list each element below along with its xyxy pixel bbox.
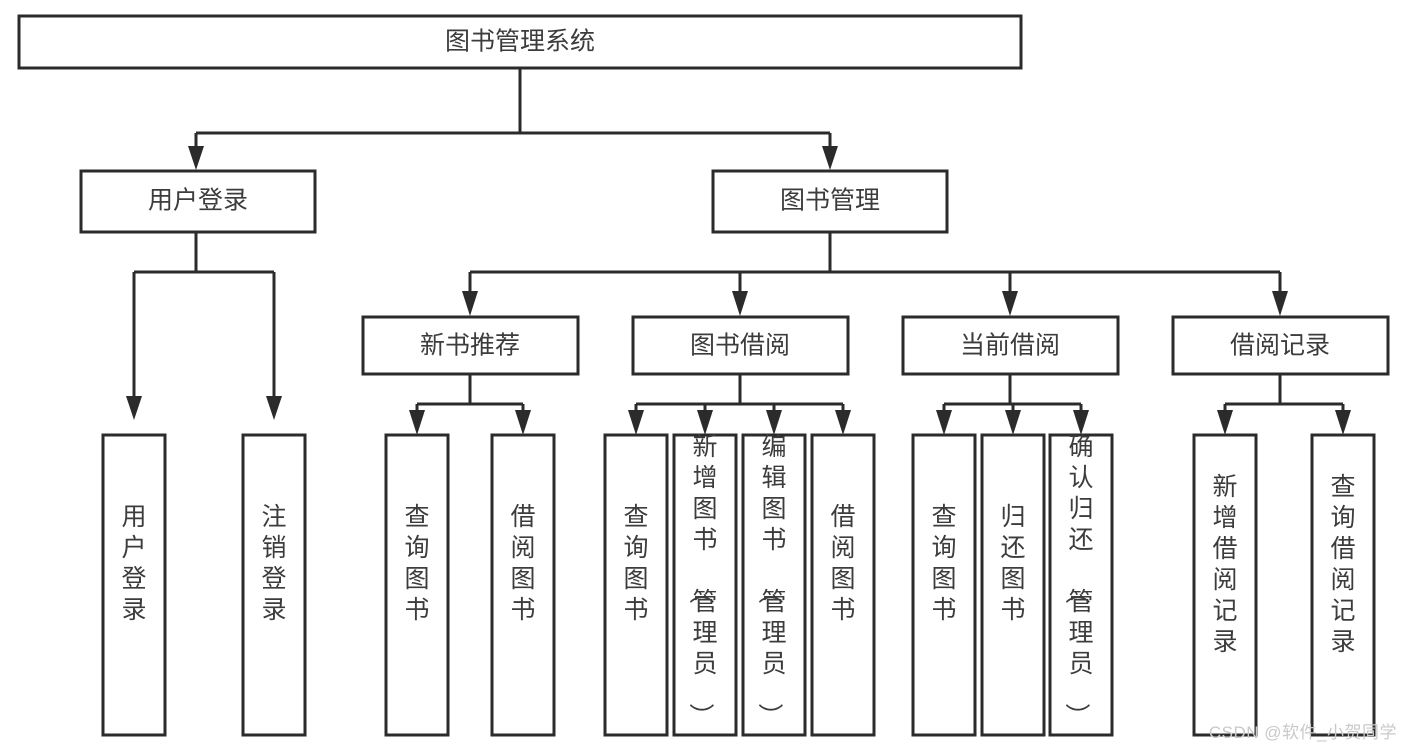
arrow-to-borrow-leaf-4 (835, 410, 851, 435)
leaf-borrow-query-book[interactable]: 查询图书 (603, 433, 669, 737)
leaf-record-query[interactable]: 查询借阅记录 (1310, 433, 1376, 737)
leaf-recommend-borrow-book-label: 借阅图书 (510, 503, 535, 624)
node-book-borrow[interactable]: 图书借阅 (631, 315, 850, 376)
leaf-logout-label: 注销登录 (261, 503, 286, 624)
leaf-current-return-book[interactable]: 归还图书 (980, 433, 1046, 737)
root-node-box[interactable] (17, 14, 1023, 70)
leaf-record-add-label: 新增借阅记录 (1212, 473, 1237, 656)
arrow-to-borrow-leaf-1 (628, 410, 644, 435)
leaf-recommend-borrow-book[interactable]: 借阅图书 (490, 433, 556, 737)
current-borrow-node-label: 当前借阅 (960, 332, 1060, 360)
leaf-borrow-query-book-label: 查询图书 (623, 503, 648, 624)
arrow-to-current-borrow (1002, 291, 1018, 316)
node-new-book-recommend[interactable]: 新书推荐 (361, 315, 580, 376)
leaf-user-login-label: 用户登录 (121, 503, 146, 624)
leaf-current-return-book-box[interactable] (980, 433, 1046, 737)
arrow-to-borrow-leaf-3 (766, 410, 782, 435)
leaf-current-query-book-label: 查询图书 (931, 503, 956, 624)
leaf-record-query-label: 查询借阅记录 (1330, 473, 1355, 656)
node-user-login[interactable]: 用户登录 (79, 169, 317, 234)
leaf-current-query-book-box[interactable] (911, 433, 977, 737)
current-borrow-node-box[interactable] (901, 315, 1120, 376)
arrow-to-recommend-leaf-1 (409, 410, 425, 435)
user-login-node-box[interactable] (79, 169, 317, 234)
arrow-to-logout-leaf (266, 396, 282, 420)
leaf-recommend-query-book-box[interactable] (384, 433, 450, 737)
leaf-borrow-borrow-book-label: 借阅图书 (830, 503, 855, 624)
leaf-borrow-edit-book[interactable]: 编辑图书（管理员） (741, 433, 807, 737)
leaf-recommend-query-book-label: 查询图书 (404, 503, 429, 624)
arrow-to-record-leaf-1 (1217, 410, 1233, 435)
leaf-record-add-box[interactable] (1192, 433, 1258, 737)
book-management-node-box[interactable] (711, 169, 949, 234)
leaf-current-confirm-return[interactable]: 确认归还（管理员） (1048, 433, 1114, 737)
leaf-borrow-add-book[interactable]: 新增图书（管理员） (672, 433, 738, 737)
leaf-borrow-edit-book-box[interactable] (741, 433, 807, 737)
leaf-borrow-query-book-box[interactable] (603, 433, 669, 737)
arrow-to-recommend-leaf-2 (515, 410, 531, 435)
leaf-current-query-book[interactable]: 查询图书 (911, 433, 977, 737)
arrow-to-new-book-recommend (462, 291, 478, 316)
node-current-borrow[interactable]: 当前借阅 (901, 315, 1120, 376)
arrow-to-borrow-record (1272, 291, 1288, 316)
leaf-user-login[interactable]: 用户登录 (101, 433, 167, 737)
leaf-current-return-book-label: 归还图书 (1000, 503, 1025, 624)
root-node-label: 图书管理系统 (445, 28, 595, 56)
leaf-logout[interactable]: 注销登录 (241, 433, 307, 737)
node-borrow-record[interactable]: 借阅记录 (1171, 315, 1390, 376)
leaf-record-add[interactable]: 新增借阅记录 (1192, 433, 1258, 737)
new-book-recommend-node-box[interactable] (361, 315, 580, 376)
arrow-to-book-management (822, 146, 838, 170)
borrow-record-node-label: 借阅记录 (1230, 332, 1330, 360)
book-management-node-label: 图书管理 (780, 187, 880, 215)
arrow-to-record-leaf-2 (1335, 410, 1351, 435)
leaf-current-confirm-return-label: 确认归还（管理员） (1062, 433, 1093, 728)
leaf-recommend-borrow-book-box[interactable] (490, 433, 556, 737)
leaf-borrow-edit-book-label: 编辑图书（管理员） (755, 433, 786, 728)
arrow-to-book-borrow (732, 291, 748, 316)
arrow-to-current-leaf-3 (1073, 410, 1089, 435)
arrow-to-current-leaf-2 (1005, 410, 1021, 435)
node-book-management[interactable]: 图书管理 (711, 169, 949, 234)
leaf-user-login-box[interactable] (101, 433, 167, 737)
edge-layer (126, 69, 1351, 435)
leaf-recommend-query-book[interactable]: 查询图书 (384, 433, 450, 737)
leaf-borrow-add-book-label: 新增图书（管理员） (686, 433, 717, 728)
borrow-record-node-box[interactable] (1171, 315, 1390, 376)
book-borrow-node-label: 图书借阅 (690, 332, 790, 360)
arrow-to-user-login (188, 146, 204, 170)
new-book-recommend-node-label: 新书推荐 (420, 332, 520, 360)
leaf-borrow-add-book-box[interactable] (672, 433, 738, 737)
book-borrow-node-box[interactable] (631, 315, 850, 376)
arrow-to-user-login-leaf (126, 396, 142, 420)
leaf-logout-box[interactable] (241, 433, 307, 737)
leaf-record-query-box[interactable] (1310, 433, 1376, 737)
arrow-to-borrow-leaf-2 (697, 410, 713, 435)
leaf-current-confirm-return-box[interactable] (1048, 433, 1114, 737)
arrow-to-current-leaf-1 (936, 410, 952, 435)
user-login-node-label: 用户登录 (148, 187, 248, 215)
leaf-borrow-borrow-book-box[interactable] (810, 433, 876, 737)
node-root-system[interactable]: 图书管理系统 (17, 14, 1023, 70)
leaf-borrow-borrow-book[interactable]: 借阅图书 (810, 433, 876, 737)
csdn-watermark: CSDN @软件_小贺同学 (1208, 723, 1397, 742)
